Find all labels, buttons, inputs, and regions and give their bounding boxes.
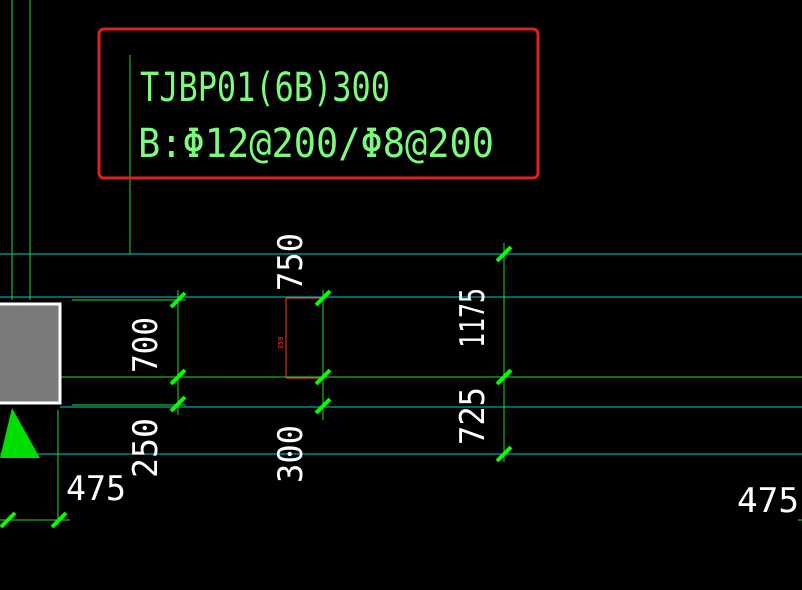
tick: [314, 289, 332, 307]
annotation-line-1: TJBP01(6B)300: [140, 65, 390, 111]
tick: [169, 368, 187, 386]
tick: [169, 395, 187, 413]
tick: [0, 511, 17, 529]
column-section[interactable]: [0, 302, 62, 405]
dimension-ticks: [0, 245, 513, 529]
tick: [314, 368, 332, 386]
tick: [314, 397, 332, 415]
tick: [50, 511, 68, 529]
dim-label-700: 700: [126, 317, 166, 373]
dim-label-300: 300: [271, 425, 311, 483]
small-dimension-350: [285, 297, 323, 379]
dim-label-350: 350: [277, 337, 285, 350]
annotation-line-2: B:Φ12@200/Φ8@200: [138, 121, 494, 167]
reference-lines: [0, 0, 802, 525]
tick: [495, 368, 513, 386]
dim-label-1175: 1175: [453, 288, 493, 348]
dim-label-475-right: 475: [737, 481, 799, 521]
axis-lines: [0, 253, 802, 455]
tick: [495, 445, 513, 463]
dim-label-475-left: 475: [66, 469, 126, 509]
support-marker-icon: [0, 408, 40, 458]
annotation-highlight-box[interactable]: [97, 27, 540, 180]
dim-label-725: 725: [453, 387, 493, 445]
dim-label-250: 250: [126, 418, 166, 478]
tick: [169, 291, 187, 309]
dim-label-750: 750: [271, 233, 311, 291]
tick: [495, 245, 513, 263]
